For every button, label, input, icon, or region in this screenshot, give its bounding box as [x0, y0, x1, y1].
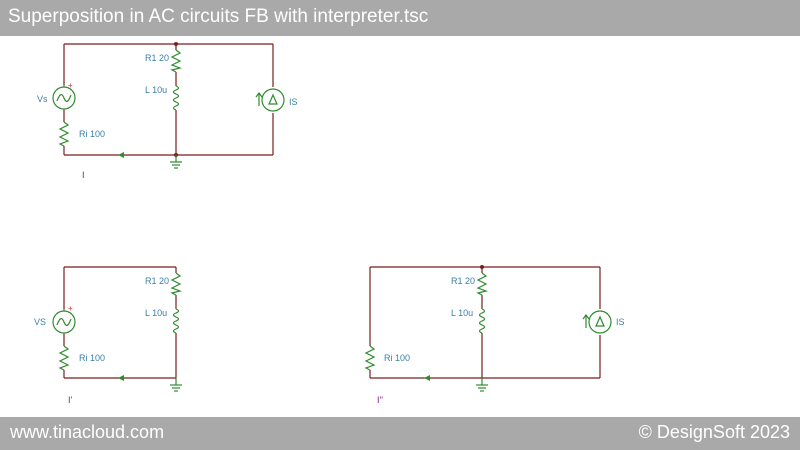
circuit-voltage-only-voltage-source [52, 309, 76, 334]
circuit-full-current-label: I [82, 170, 85, 180]
circuit-full-node-top [174, 42, 178, 46]
circuit-current-only-l-label: L 10u [451, 308, 473, 318]
circuit-current-only-wires [369, 266, 601, 379]
circuit-voltage-only-resistor-r1 [170, 272, 183, 296]
circuit-current-only: Ri 100 R1 20 L 10u IS I'' [364, 265, 625, 405]
circuit-current-only-r1-label: R1 20 [451, 276, 475, 286]
circuit-voltage-only-ri-label: Ri 100 [79, 353, 105, 363]
circuit-current-only-current-source [582, 310, 612, 334]
circuit-voltage-only-inductor-l [172, 308, 180, 334]
circuit-full-is-label: IS [289, 97, 298, 107]
circuit-full-r1-label: R1 20 [145, 53, 169, 63]
circuit-full-vs-label: Vs [37, 94, 48, 104]
circuit-full-l-label: L 10u [145, 85, 167, 95]
footer-bar: www.tinacloud.com © DesignSoft 2023 [0, 417, 800, 450]
circuit-current-only-resistor-ri [364, 345, 376, 371]
circuit-full-voltage-source [52, 85, 76, 110]
circuit-voltage-only-current-label: I' [68, 395, 73, 405]
window-title: Superposition in AC circuits FB with int… [8, 6, 429, 27]
circuit-full-ground [170, 155, 182, 169]
circuit-voltage-only-current-arrow [118, 375, 124, 381]
circuit-voltage-only-vs-label: VS [34, 317, 46, 327]
circuit-full-inductor-l [172, 85, 180, 111]
circuit-full-wires [63, 43, 274, 156]
circuit-full-ri-label: Ri 100 [79, 129, 105, 139]
circuit-current-only-ground [476, 378, 488, 392]
circuit-voltage-only-ground [170, 378, 182, 392]
copyright-text: © DesignSoft 2023 [638, 422, 790, 442]
website-link[interactable]: www.tinacloud.com [10, 422, 165, 442]
circuit-voltage-only-l-label: L 10u [145, 308, 167, 318]
circuit-voltage-only-r1-label: R1 20 [145, 276, 169, 286]
circuit-current-only-inductor-l [478, 308, 486, 334]
circuit-full-resistor-ri [58, 121, 70, 147]
circuit-full-resistor-r1 [170, 49, 183, 73]
circuit-voltage-only-vs-plus: + [68, 304, 73, 313]
circuit-current-only-is-label: IS [616, 317, 625, 327]
circuit-current-only-node-top [480, 265, 484, 269]
circuit-full-current-arrow [118, 152, 124, 158]
circuit-current-only-ri-label: Ri 100 [384, 353, 410, 363]
circuit-current-only-current-label: I'' [377, 395, 383, 405]
circuit-current-only-current-arrow [424, 375, 430, 381]
circuit-voltage-only: + VS Ri 100 R1 20 L 10u I' [34, 266, 183, 405]
title-bar: Superposition in AC circuits FB with int… [0, 0, 800, 36]
circuit-full-current-source [255, 88, 285, 112]
circuit-voltage-only-resistor-ri [58, 345, 70, 371]
circuit-full-vs-plus: + [68, 81, 73, 90]
circuit-full: + Vs Ri 100 R1 20 L 10u IS I [37, 42, 298, 180]
circuit-current-only-resistor-r1 [476, 272, 489, 296]
